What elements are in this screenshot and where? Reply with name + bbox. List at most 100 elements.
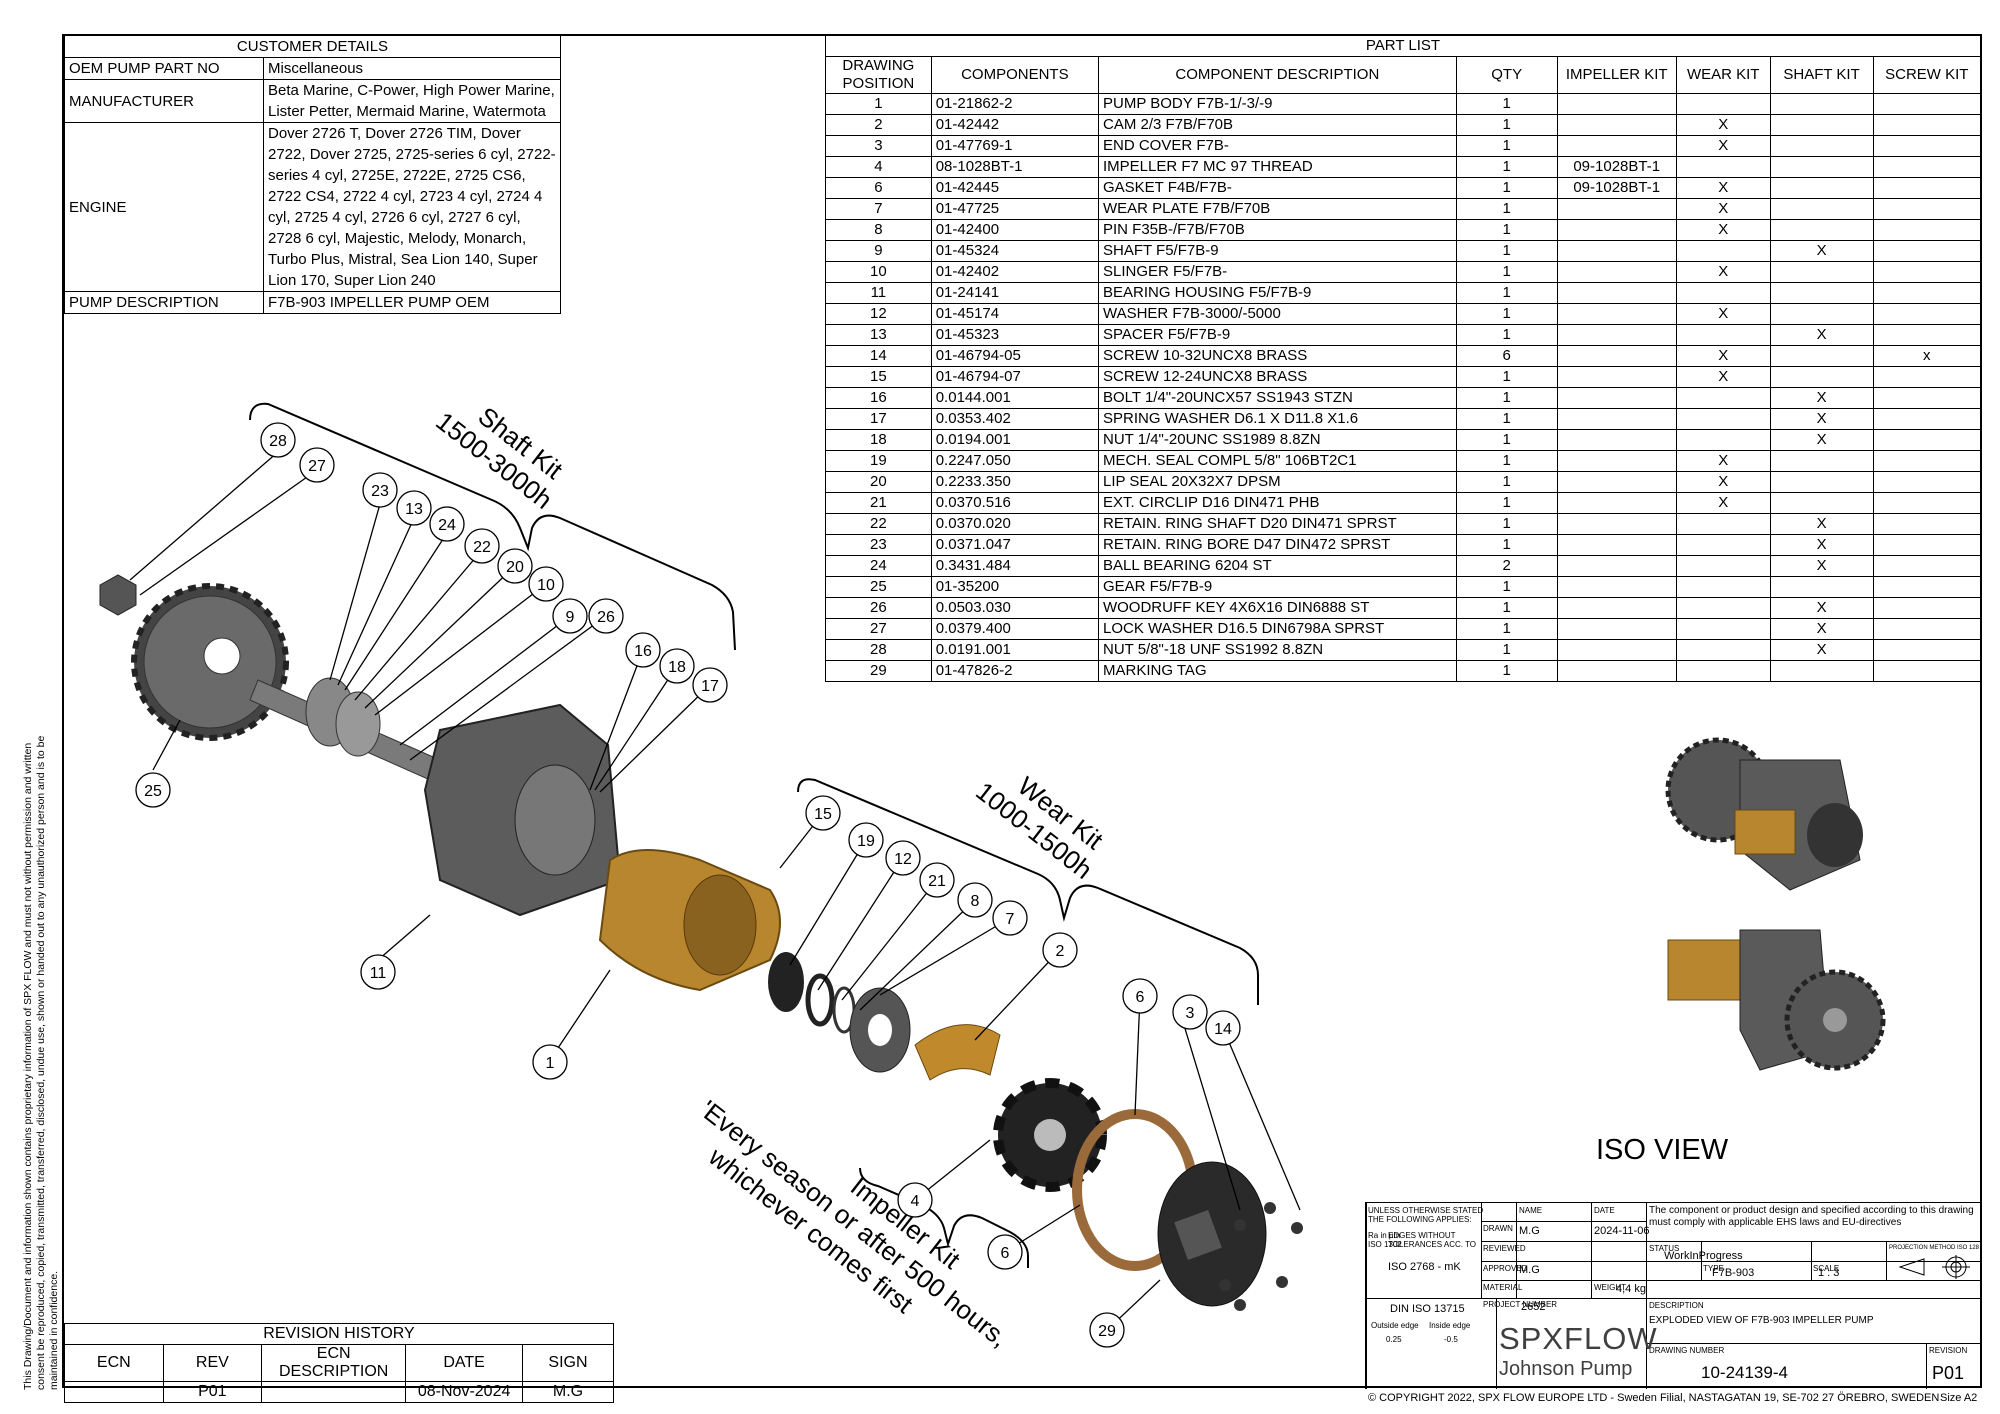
callout-number: 12 <box>894 851 912 868</box>
part-list-header-6: SHAFT KIT <box>1769 56 1874 94</box>
shaft-kit-label: Shaft Kit 1500-3000h <box>430 401 569 515</box>
part-list-cell: 0.2233.350 <box>930 471 1099 493</box>
part-list-cell: 29 <box>825 660 932 682</box>
pump-description-label: PUMP DESCRIPTION <box>64 291 264 314</box>
callout-number: 6 <box>1136 989 1145 1006</box>
part-list-cell: 01-42445 <box>930 177 1099 199</box>
impeller-kit-line2: 'Every season or after 500 hours, <box>695 1094 1015 1353</box>
end-cover-part <box>1157 1161 1267 1307</box>
callout-number: 7 <box>1006 911 1015 928</box>
callout-number: 11 <box>370 965 387 982</box>
part-list-header-1: COMPONENTS <box>930 56 1099 94</box>
callout-number: 24 <box>438 517 456 534</box>
callout-balloon: 20 <box>497 548 533 584</box>
tb-weight-label: WEIGHT <box>1594 1283 1626 1292</box>
projection-symbol-icon <box>1898 1255 1970 1279</box>
callout-number: 19 <box>857 833 875 850</box>
oem-part-value: Miscellaneous <box>263 57 561 80</box>
revision-header-0: ECN <box>64 1344 164 1382</box>
screws-part <box>1219 1202 1303 1311</box>
part-list-cell: 01-35200 <box>930 576 1099 598</box>
part-list-cell: 01-47769-1 <box>930 135 1099 157</box>
tb-outside-val: 0.25 <box>1386 1335 1402 1344</box>
callout-balloon: 3 <box>1172 994 1208 1030</box>
tb-revision: P01 <box>1932 1363 1965 1383</box>
tb-status: WorkInProgress <box>1664 1250 1743 1262</box>
callout-number: 25 <box>144 783 162 800</box>
tb-drawn-label: DRAWN <box>1483 1224 1513 1233</box>
part-list-cell: BEARING HOUSING F5/F7B-9 <box>1097 282 1457 304</box>
part-list-cell: 01-46794-05 <box>930 345 1099 367</box>
tb-type: F7B-903 <box>1712 1267 1755 1279</box>
callout-number: 27 <box>308 458 326 475</box>
part-list-header-3: QTY <box>1455 56 1558 94</box>
oem-part-label: OEM PUMP PART NO <box>64 57 264 80</box>
callout-number: 10 <box>537 577 555 594</box>
revision-header-3: DATE <box>405 1344 523 1382</box>
revision-cell: M.G <box>521 1381 615 1403</box>
callout-number: 18 <box>668 659 686 676</box>
seal-parts <box>768 952 911 1073</box>
part-list-header-4: IMPELLER KIT <box>1556 56 1677 94</box>
wear-kit-label: Wear Kit 1000-1500h <box>970 771 1109 885</box>
part-list-cell: RETAIN. RING BORE D47 DIN472 SPRST <box>1097 534 1457 556</box>
callout-number: 14 <box>1214 1021 1232 1038</box>
tb-description: EXPLODED VIEW OF F7B-903 IMPELLER PUMP <box>1649 1315 1874 1326</box>
tb-din: DIN ISO 13715 <box>1390 1303 1465 1315</box>
tb-inside-edge: Inside edge <box>1429 1321 1471 1330</box>
part-list-cell: PUMP BODY F7B-1/-3/-9 <box>1097 93 1457 115</box>
tb-inside-val: -0.5 <box>1444 1335 1458 1344</box>
part-list-cell: 0.0379.400 <box>930 618 1099 640</box>
bearing-housing-part <box>423 703 622 917</box>
tb-compliance: The component or product design and spec… <box>1649 1205 1974 1228</box>
spxflow-logo: SPXFLOW <box>1499 1321 1658 1356</box>
pump-body-part <box>598 849 781 992</box>
callout-number: 4 <box>911 1193 920 1210</box>
tb-iso1302: ISO 1302 <box>1368 1240 1402 1249</box>
part-list-cell: 01-47725 <box>930 198 1099 220</box>
part-list-cell: 01-21862-2 <box>930 93 1099 115</box>
part-list-cell: 0.0503.030 <box>930 597 1099 619</box>
tb-ra: Ra in µm <box>1368 1231 1401 1240</box>
callout-balloon: 6 <box>987 1234 1023 1270</box>
tb-scale-label: SCALE <box>1813 1264 1840 1273</box>
revision-header-1: REV <box>162 1344 263 1382</box>
callout-balloon: 11 <box>360 954 396 990</box>
callout-balloon: 16 <box>625 632 661 668</box>
tb-drawing-number: 10-24139-4 <box>1701 1363 1788 1382</box>
callout-balloon: 21 <box>919 862 955 898</box>
part-list-cell: LOCK WASHER D16.5 DIN6798A SPRST <box>1097 618 1457 640</box>
callout-number: 15 <box>814 806 832 823</box>
callout-number: 6 <box>1001 1245 1010 1262</box>
callout-number: 20 <box>506 559 524 576</box>
callout-balloon: 1 <box>532 1044 568 1080</box>
tb-project: 2652 <box>1521 1301 1546 1313</box>
tb-rev-label: REVISION <box>1929 1346 1968 1355</box>
tb-general-2: THE FOLLOWING APPLIES: <box>1368 1215 1472 1224</box>
tb-weight: 4,4 kg <box>1616 1283 1646 1295</box>
tb-scale: 1 : 3 <box>1818 1267 1840 1279</box>
part-list-cell: RETAIN. RING SHAFT D20 DIN471 SPRST <box>1097 513 1457 535</box>
impeller-part <box>993 1078 1107 1192</box>
iso-view-pump-top <box>1665 737 1863 891</box>
copyright: © COPYRIGHT 2022, SPX FLOW EUROPE LTD - … <box>1368 1392 1940 1404</box>
part-list-cell: 16 <box>825 387 932 409</box>
iso-view-label: ISO VIEW <box>1596 1134 1729 1166</box>
callout-number: 2 <box>1056 943 1065 960</box>
part-list-cell: 01-47826-2 <box>930 660 1099 682</box>
callout-balloon: 13 <box>396 490 432 526</box>
